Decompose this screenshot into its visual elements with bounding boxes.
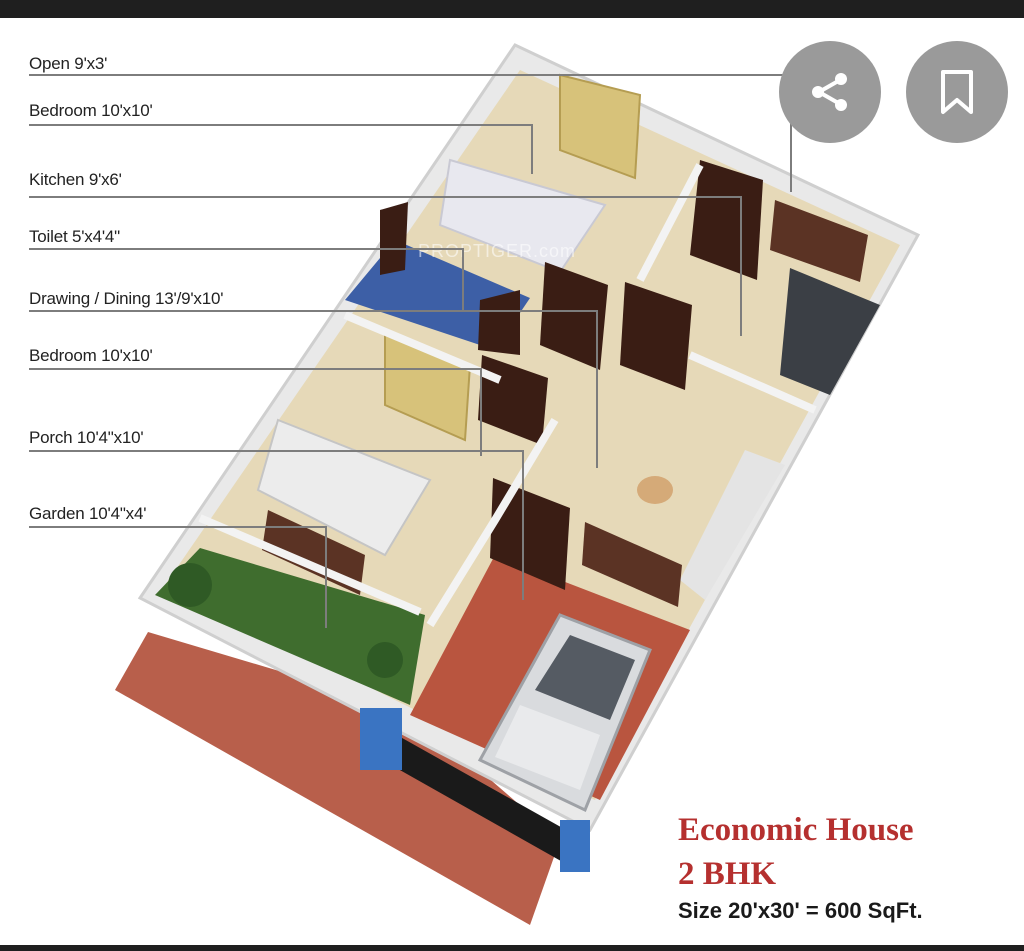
label-drawing-dining: Drawing / Dining 13'/9'x10' — [29, 289, 224, 308]
door — [540, 262, 608, 370]
label-toilet: Toilet 5'x4'4" — [29, 227, 120, 246]
bookmark-icon — [941, 70, 973, 114]
gate — [368, 720, 575, 865]
leader-line-drawing-dining-drop — [596, 310, 598, 468]
leader-line-bedroom-1 — [29, 124, 532, 126]
label-open: Open 9'x3' — [29, 54, 108, 73]
leader-line-kitchen-drop — [740, 196, 742, 336]
garden-lawn — [155, 548, 425, 705]
leader-line-toilet — [29, 248, 463, 250]
interior-wall — [198, 514, 422, 616]
bed — [256, 418, 432, 557]
label-bedroom-2: Bedroom 10'x10' — [29, 346, 153, 365]
door — [620, 282, 692, 390]
window — [770, 200, 868, 282]
sofa — [680, 450, 785, 600]
kitchen-counter — [780, 268, 880, 395]
car — [477, 613, 652, 813]
interior-wall — [636, 163, 704, 282]
leader-line-porch-drop — [522, 450, 524, 600]
share-icon — [812, 73, 847, 111]
leader-line-drawing-dining — [29, 310, 597, 312]
bottom-bar — [0, 945, 1024, 951]
leader-line-garden-drop — [325, 526, 327, 628]
door — [380, 202, 408, 275]
leader-line-kitchen — [29, 196, 741, 198]
door — [490, 478, 570, 590]
share-button[interactable] — [779, 41, 881, 143]
label-garden: Garden 10'4"x4' — [29, 504, 147, 523]
table — [637, 476, 673, 504]
label-kitchen: Kitchen 9'x6' — [29, 170, 122, 189]
outer-paving — [115, 632, 560, 925]
door — [690, 160, 763, 280]
watermark: PROPTIGER.com — [418, 241, 577, 261]
leader-line-toilet-drop — [462, 248, 464, 310]
leader-line-bedroom-2-drop — [480, 368, 482, 456]
leader-line-open — [29, 74, 791, 76]
title-economic-house: Economic House — [678, 812, 914, 848]
garden-plant — [168, 563, 212, 607]
label-porch: Porch 10'4"x10' — [29, 428, 144, 447]
leader-line-open-drop — [790, 74, 792, 192]
wardrobe — [559, 73, 642, 180]
leader-line-bedroom-2 — [29, 368, 481, 370]
leader-line-porch — [29, 450, 523, 452]
leader-line-garden — [29, 526, 326, 528]
label-bedroom-1: Bedroom 10'x10' — [29, 101, 153, 120]
window — [582, 522, 682, 607]
garden-plant — [367, 642, 403, 678]
title-2bhk: 2 BHK — [678, 856, 777, 892]
gate-pillar — [360, 708, 402, 770]
interior-wall — [688, 351, 817, 414]
size-text: Size 20'x30' = 600 SqFt. — [678, 898, 923, 923]
door — [478, 290, 520, 355]
bookmark-button[interactable] — [906, 41, 1008, 143]
leader-line-bedroom-1-drop — [531, 124, 533, 174]
gate-pillar — [560, 820, 590, 872]
interior-wall — [426, 417, 559, 628]
top-bar — [0, 0, 1024, 18]
